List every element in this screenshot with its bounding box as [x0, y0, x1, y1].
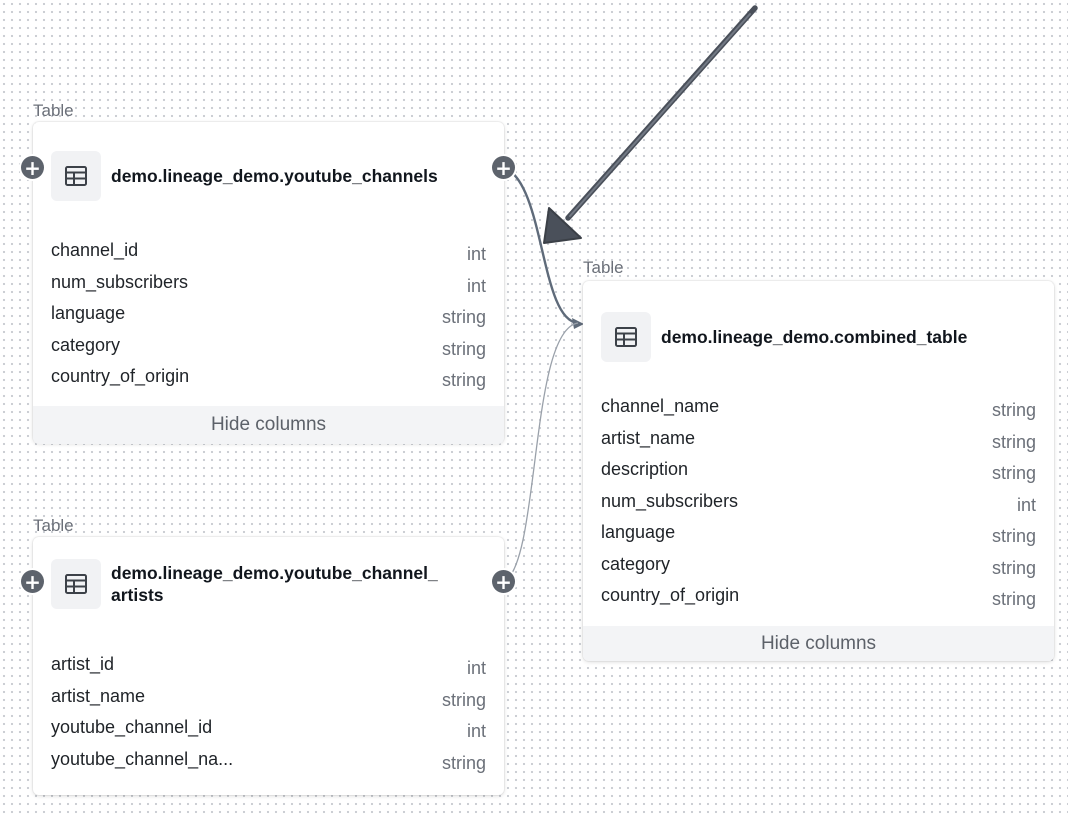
column-row: category string	[51, 335, 486, 367]
column-type: int	[466, 275, 486, 296]
column-name: youtube_channel_na...	[51, 748, 234, 769]
table-name: demo.lineage_demo.youtube_channels	[111, 166, 438, 186]
column-type: int	[1016, 494, 1036, 515]
column-name: channel_name	[601, 396, 720, 416]
plus-icon: +	[495, 569, 512, 594]
column-row: country_of_origin string	[601, 585, 1036, 617]
column-list: channel_id int num_subscribers int langu…	[51, 240, 486, 398]
column-row: artist_id int	[51, 654, 486, 686]
column-type: string	[991, 463, 1036, 483]
column-type: string	[991, 557, 1036, 578]
table-icon-glyph	[65, 574, 87, 594]
column-type: string	[991, 526, 1036, 546]
table-node-youtube-channels[interactable]: demo.lineage_demo.youtube_channels chann…	[33, 122, 504, 444]
column-row: num_subscribers int	[51, 272, 486, 304]
column-name: num_subscribers	[601, 490, 739, 511]
column-name: description	[601, 459, 689, 479]
column-type: int	[466, 658, 486, 678]
column-name: artist_id	[51, 654, 115, 674]
expand-downstream-handle[interactable]: +	[492, 570, 515, 593]
column-name: language	[51, 303, 126, 323]
column-type: string	[991, 589, 1036, 609]
column-type: string	[991, 431, 1036, 452]
table-icon	[601, 312, 651, 362]
column-type: string	[441, 338, 486, 359]
expand-upstream-handle[interactable]: +	[21, 156, 44, 179]
column-row: artist_name string	[601, 428, 1036, 460]
edge-artists-to-combined	[504, 322, 579, 582]
column-row: description string	[601, 459, 1036, 491]
column-row: category string	[601, 554, 1036, 586]
column-name: artist_name	[601, 427, 696, 448]
column-name: country_of_origin	[601, 585, 740, 605]
table-icon-glyph	[615, 327, 637, 347]
column-row: channel_name string	[601, 396, 1036, 428]
node-header: demo.lineage_demo.combined_table	[601, 312, 967, 362]
column-type: int	[466, 721, 486, 741]
plus-icon: +	[24, 155, 41, 180]
column-row: youtube_channel_id int	[51, 717, 486, 749]
column-list: artist_id int artist_name string youtube…	[51, 654, 486, 780]
column-name: channel_id	[51, 240, 139, 260]
column-name: num_subscribers	[51, 271, 189, 292]
table-name: demo.lineage_demo.youtube_channel_ artis…	[111, 562, 438, 606]
table-name: demo.lineage_demo.combined_table	[661, 327, 968, 347]
column-row: country_of_origin string	[51, 366, 486, 398]
plus-icon: +	[495, 155, 512, 180]
column-name: category	[601, 553, 671, 574]
column-type: string	[441, 307, 486, 327]
column-type: string	[441, 370, 486, 390]
table-node-youtube-channel-artists[interactable]: demo.lineage_demo.youtube_channel_ artis…	[33, 537, 504, 795]
column-row: channel_id int	[51, 240, 486, 272]
column-type: string	[441, 689, 486, 710]
node-header: demo.lineage_demo.youtube_channel_ artis…	[51, 559, 438, 609]
table-name-line-1: demo.lineage_demo.youtube_channel_	[111, 563, 438, 583]
column-row: language string	[601, 522, 1036, 554]
column-row: language string	[51, 303, 486, 335]
table-node-combined-table[interactable]: demo.lineage_demo.combined_table channel…	[583, 281, 1054, 661]
column-name: youtube_channel_id	[51, 717, 213, 737]
table-icon	[51, 559, 101, 609]
hide-columns-button[interactable]: Hide columns	[33, 406, 504, 444]
column-row: num_subscribers int	[601, 491, 1036, 523]
node-type-label: Table	[583, 258, 624, 277]
annotation-arrow	[543, 5, 758, 244]
column-name: language	[601, 522, 676, 542]
expand-downstream-handle[interactable]: +	[492, 156, 515, 179]
table-icon	[51, 151, 101, 201]
column-name: category	[51, 334, 121, 355]
plus-icon: +	[24, 569, 41, 594]
column-row: artist_name string	[51, 686, 486, 718]
table-icon-glyph	[65, 166, 87, 186]
node-type-label: Table	[33, 101, 74, 120]
column-name: artist_name	[51, 685, 146, 706]
column-name: country_of_origin	[51, 366, 190, 386]
column-type: string	[991, 400, 1036, 420]
node-header: demo.lineage_demo.youtube_channels	[51, 151, 438, 201]
column-type: int	[466, 244, 486, 264]
column-type: string	[441, 752, 486, 773]
column-list: channel_name string artist_name string d…	[601, 396, 1036, 617]
hide-columns-button[interactable]: Hide columns	[583, 626, 1054, 661]
node-type-label: Table	[33, 516, 74, 535]
edge-youtube-channels-to-combined	[504, 166, 579, 325]
table-name-line-2: artists	[111, 585, 164, 605]
column-row: youtube_channel_na... string	[51, 749, 486, 781]
expand-upstream-handle[interactable]: +	[21, 570, 44, 593]
